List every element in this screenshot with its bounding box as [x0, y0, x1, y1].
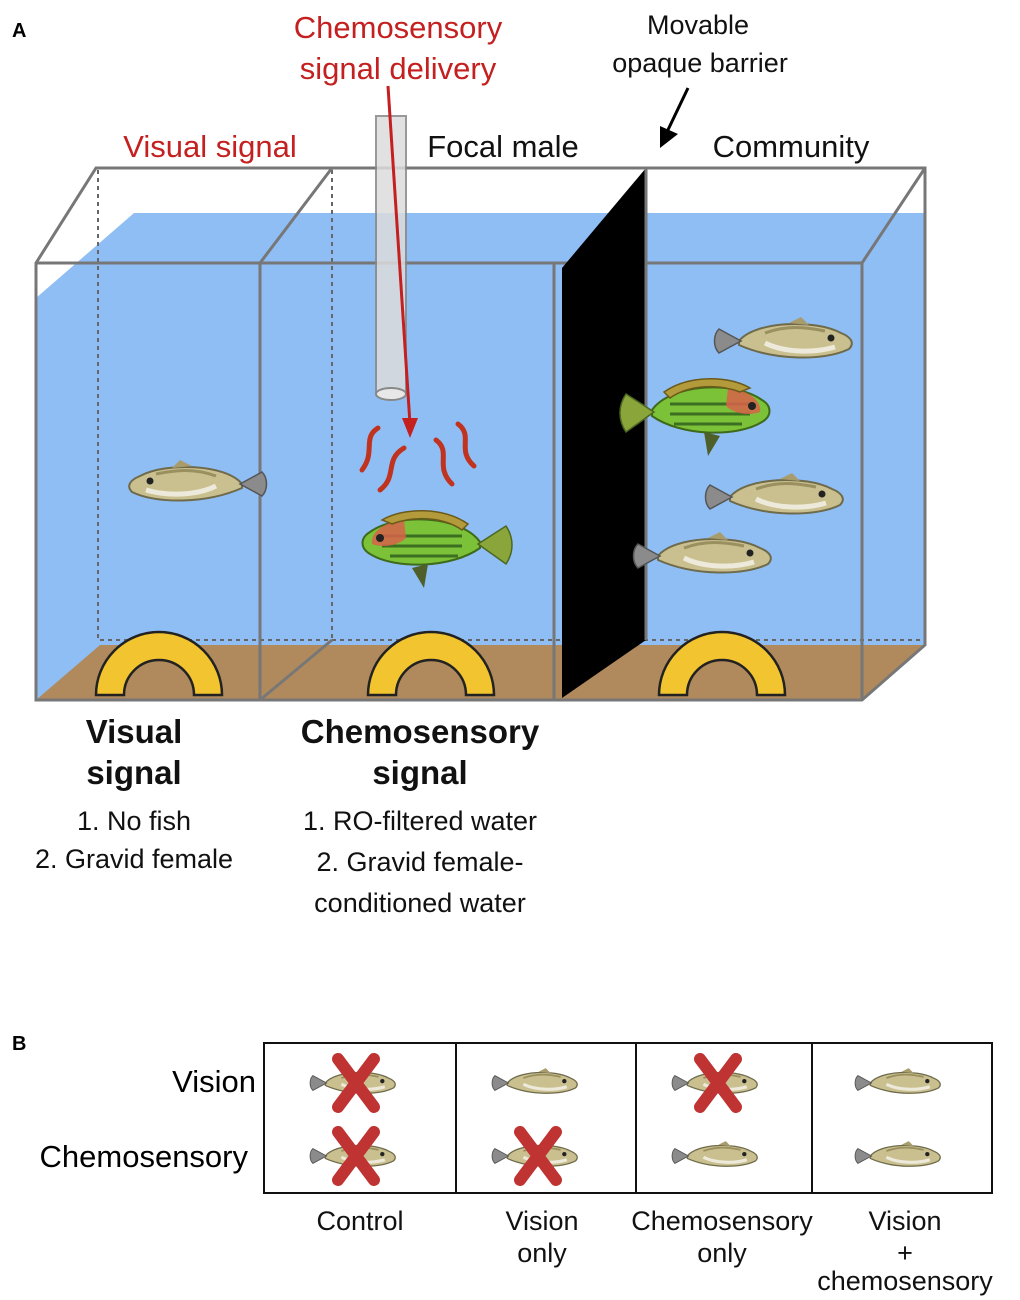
- panel-a-letter: A: [12, 20, 26, 42]
- shelter-pot-right: [657, 630, 787, 697]
- condition-2-label-line2: only: [517, 1238, 567, 1268]
- condition-3-chemosensory-fish-icon: [670, 1139, 759, 1168]
- condition-4-label-line2: +: [897, 1238, 913, 1268]
- condition-2-vision-fish-icon: [490, 1066, 579, 1095]
- condition-4-chemosensory-fish-icon: [853, 1139, 942, 1168]
- condition-4-label-line3: chemosensory: [817, 1266, 993, 1296]
- condition-4-label-line1: Vision: [868, 1206, 941, 1236]
- chemo-delivery-label-line2: signal delivery: [300, 51, 497, 86]
- visual-heading-line1: Visual: [86, 713, 183, 750]
- shelter-pot-left: [94, 630, 224, 697]
- barrier-label-line2: opaque barrier: [612, 48, 788, 78]
- condition-2-label-line1: Vision: [505, 1206, 578, 1236]
- condition-3-label-line2: only: [697, 1238, 747, 1268]
- chemo-item-2: 2. Gravid female-: [316, 847, 523, 877]
- row-label-vision: Vision: [172, 1064, 256, 1099]
- chemo-item-1: 1. RO-filtered water: [303, 806, 537, 836]
- visual-heading-line2: signal: [86, 754, 181, 791]
- condition-1-label-line1: Control: [316, 1206, 403, 1236]
- condition-grid: [308, 1059, 942, 1180]
- chemo-heading-line2: signal: [372, 754, 467, 791]
- chemo-odor-icon: [359, 421, 477, 493]
- condition-4-vision-fish-icon: [853, 1066, 942, 1095]
- barrier-label-line1: Movable: [647, 10, 749, 40]
- barrier-pointer-arrow: [664, 87, 690, 135]
- focal-male-compartment-label: Focal male: [427, 129, 579, 164]
- movable-opaque-barrier: [562, 168, 646, 698]
- chemo-heading-line1: Chemosensory: [301, 713, 540, 750]
- panel-b-letter: B: [12, 1033, 26, 1055]
- water-volume: [36, 213, 925, 700]
- chemo-item-3: conditioned water: [314, 888, 526, 918]
- aquarium: [34, 85, 927, 702]
- community-compartment-label: Community: [713, 129, 870, 164]
- chemo-delivery-arrow: [386, 85, 412, 425]
- shelter-pot-center: [366, 630, 496, 697]
- condition-table-frame: [263, 1042, 993, 1194]
- chemo-delivery-label-line1: Chemosensory: [294, 10, 503, 45]
- divider-visual: [258, 167, 334, 264]
- visual-item-1: 1. No fish: [77, 806, 191, 836]
- delivery-tube: [375, 115, 407, 395]
- tank-outline: [34, 166, 927, 702]
- condition-3-label-line1: Chemosensory: [631, 1206, 813, 1236]
- row-label-chemosensory: Chemosensory: [40, 1139, 249, 1174]
- visual-signal-compartment-label: Visual signal: [123, 129, 296, 164]
- visual-item-2: 2. Gravid female: [35, 844, 233, 874]
